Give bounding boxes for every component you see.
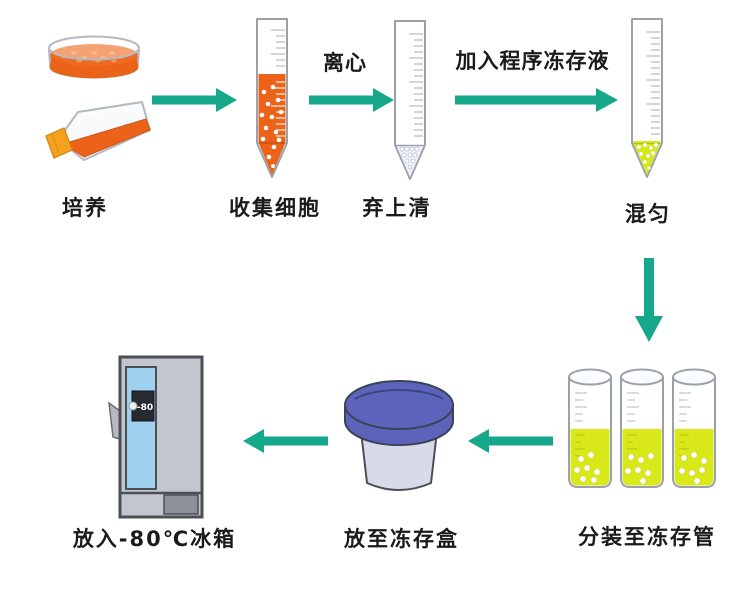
arrow-shape	[243, 429, 328, 453]
arrow-right-3-icon	[455, 88, 618, 112]
freezer-cabinet	[118, 355, 204, 519]
mixture-cell-dots	[636, 142, 659, 171]
flask-glass-highlight	[79, 104, 141, 116]
tube-ticks-upper	[271, 29, 285, 67]
flask-cap-ridge	[51, 133, 60, 154]
freezer-display-readout: -80	[137, 403, 153, 413]
arrow-shape	[152, 88, 237, 112]
arrow-right-2-icon	[309, 88, 394, 112]
tube-mixture	[633, 141, 661, 175]
tube-outline	[394, 20, 426, 180]
cryovials-icon	[568, 368, 716, 488]
tube-ticks	[646, 31, 660, 135]
flask-media	[62, 118, 151, 158]
culture-flask-icon	[45, 101, 151, 161]
petri-wall-right	[137, 49, 140, 64]
conical-tube-collect-icon	[256, 18, 288, 178]
arrow-left-2-icon	[243, 429, 328, 453]
step-label-aliquot-to-cryovials: 分装至冻存管	[578, 525, 716, 549]
step-label-place-in-freezer: 放入-80℃冰箱	[72, 527, 237, 551]
petri-dish-icon	[48, 35, 140, 79]
arrow-shape	[309, 88, 394, 112]
arrow-left-1-icon	[468, 429, 553, 453]
arrow-down-icon	[635, 258, 663, 342]
arrow-shape	[468, 429, 553, 453]
step-label-place-in-cryobox: 放至冻存盒	[344, 527, 459, 551]
cryobox-lid-top	[344, 380, 454, 430]
freezer-handle	[108, 401, 121, 440]
tube-ticks	[409, 33, 423, 137]
cryobox-lid-ridge	[354, 389, 444, 400]
cryovial	[568, 368, 716, 488]
arrow-label-centrifuge: 离心	[323, 51, 367, 75]
petri-glass-rim	[48, 35, 140, 61]
step-label-discard-supernatant: 弃上清	[362, 196, 432, 220]
cryobox-icon	[344, 380, 454, 491]
petri-wall-left	[48, 49, 51, 64]
freezer-icon: -80	[108, 355, 204, 519]
tube-outline	[631, 18, 663, 178]
conical-tube-mix-icon	[631, 18, 663, 178]
arrow-label-add-cryoprotectant: 加入程序冻存液	[455, 49, 610, 73]
conical-tube-discard-icon	[394, 20, 426, 180]
cryobox-body	[360, 430, 438, 491]
tube-ticks-lower	[271, 81, 285, 137]
step-label-culture: 培养	[62, 196, 108, 220]
pellet-cell-dots	[399, 146, 420, 170]
freezer-door-panel	[125, 366, 157, 490]
arrow-right-1-icon	[152, 88, 237, 112]
tube-cell-dots	[259, 84, 284, 168]
freezer-compressor-block	[163, 494, 199, 515]
step-label-mix: 混匀	[625, 202, 671, 226]
arrow-shape	[455, 88, 618, 112]
step-label-collect-cells: 收集细胞	[229, 196, 321, 220]
freezer-display-knob	[128, 401, 138, 411]
arrow-shape	[635, 258, 663, 342]
